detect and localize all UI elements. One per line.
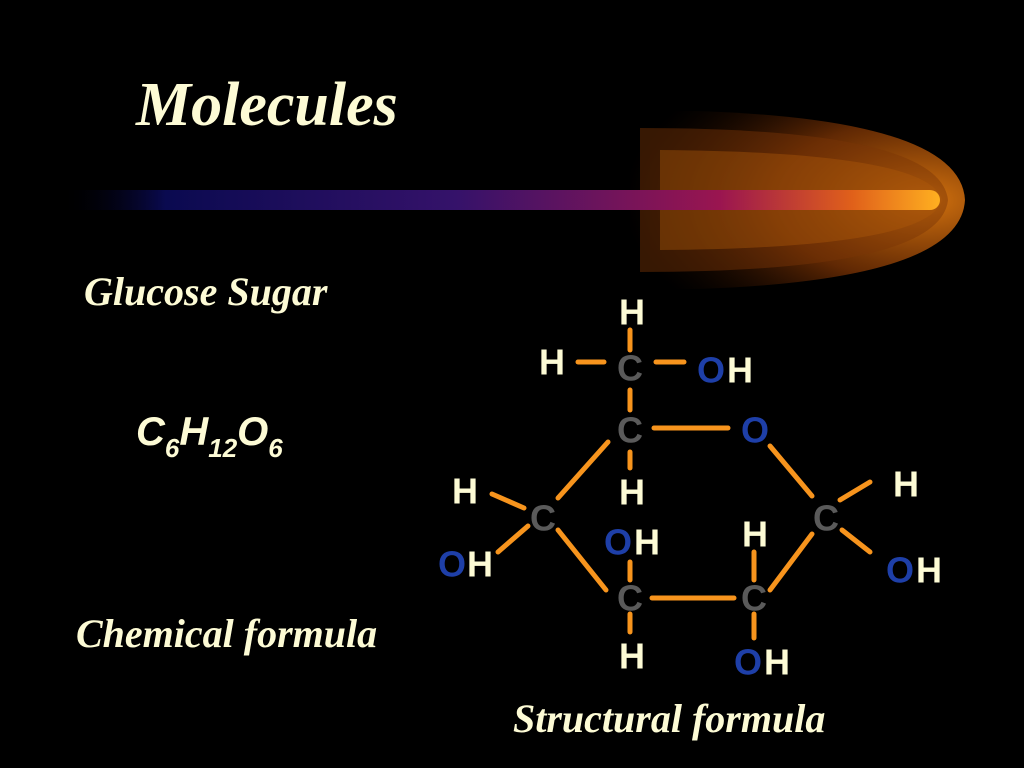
atom-o-oh-bottom: O bbox=[734, 642, 762, 683]
atom-h-oh-bottom: H bbox=[764, 642, 790, 683]
chemical-formula-label: Chemical formula bbox=[76, 611, 378, 656]
atom-h-bottom: H bbox=[619, 636, 645, 677]
atom-c2: C bbox=[617, 410, 643, 451]
structural-formula-label: Structural formula bbox=[513, 696, 826, 741]
formula-c-count: 6 bbox=[164, 433, 180, 463]
formula-o-count: 6 bbox=[268, 433, 283, 463]
formula-h: H bbox=[179, 410, 209, 454]
atom-h-c2: H bbox=[619, 472, 645, 513]
atom-h-top: H bbox=[619, 292, 645, 333]
atom-h-oh1: H bbox=[727, 350, 753, 391]
atom-c3: C bbox=[530, 498, 556, 539]
atom-o-oh-left: O bbox=[438, 544, 466, 585]
formula-c: C bbox=[136, 410, 165, 454]
atom-h-left-top: H bbox=[539, 342, 565, 383]
atom-c5: C bbox=[617, 578, 643, 619]
atom-o-oh-center: O bbox=[604, 522, 632, 563]
atom-h-oh-right: H bbox=[916, 550, 942, 591]
atom-h-center-right: H bbox=[742, 514, 768, 555]
slide-title: Molecules bbox=[136, 71, 398, 139]
glucose-label: Glucose Sugar bbox=[84, 269, 328, 314]
atom-c1: C bbox=[617, 348, 643, 389]
atom-c4: C bbox=[813, 498, 839, 539]
atom-o-ring: O bbox=[741, 410, 769, 451]
bonds bbox=[489, 327, 873, 641]
atom-h-right: H bbox=[893, 464, 919, 505]
atom-h-left: H bbox=[452, 471, 478, 512]
atom-h-oh-left: H bbox=[467, 544, 493, 585]
formula-o: O bbox=[237, 410, 269, 454]
formula-h-count: 12 bbox=[208, 433, 238, 463]
atom-o-oh-right: O bbox=[886, 550, 914, 591]
chemical-formula: C6H12O6 bbox=[136, 410, 283, 463]
atom-h-oh-center: H bbox=[634, 522, 660, 563]
atom-c6: C bbox=[741, 578, 767, 619]
atom-o-oh1: O bbox=[697, 350, 725, 391]
